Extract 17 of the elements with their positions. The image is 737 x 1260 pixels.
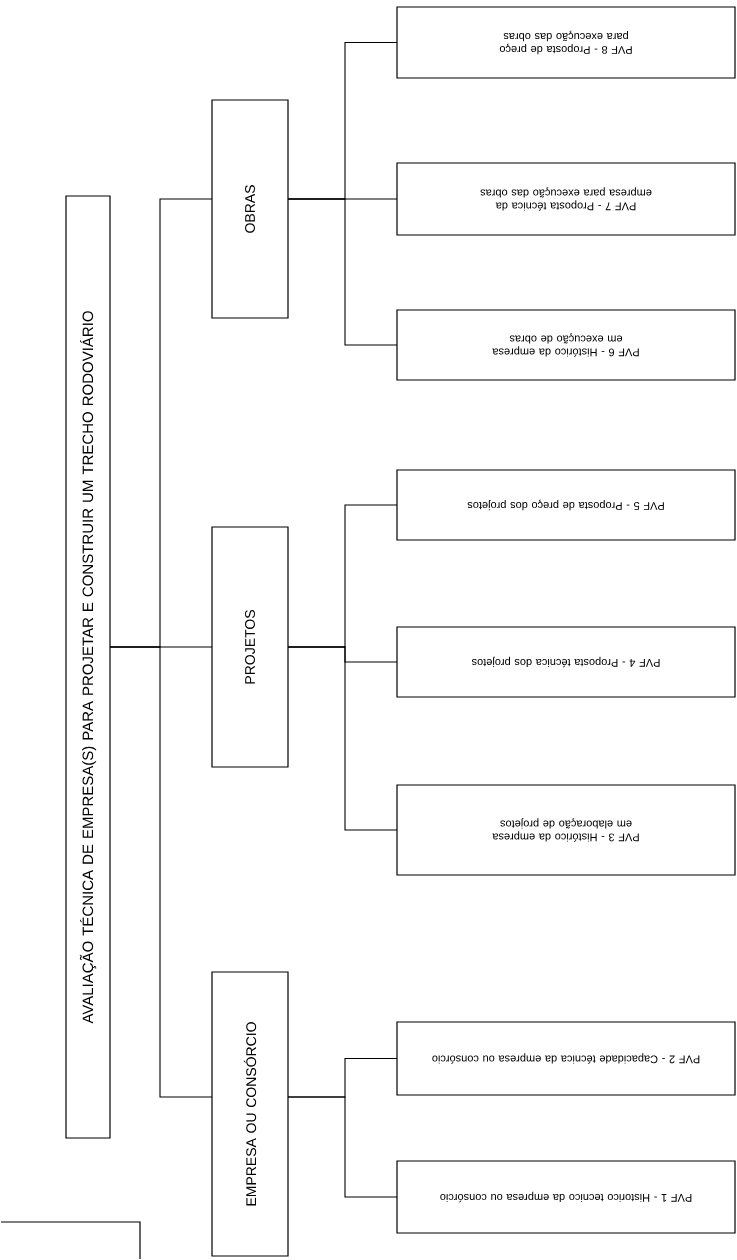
criterion-box: PVF 1 - Historico tecnico da empresa ou consórcio xyxy=(396,1160,736,1234)
connector-line xyxy=(109,198,213,648)
criterion-box: PVF 5 - Proposta de preço dos projetos xyxy=(396,469,736,541)
criterion-box: PVF 3 - Histórico da empresa em elaboração de projetos xyxy=(396,784,736,876)
criterion-box: PVF 6 - Histórico da empresa em execução de obras xyxy=(396,309,736,381)
box xyxy=(0,1221,141,1260)
title-box: AVALIAÇÃO TÉCNICA DE EMPRESA(S) PARA PROJETAR E CONSTRUIR UM TRECHO RODOVIÁRIO xyxy=(65,195,111,1139)
criterion-box: PVF 2 - Capacidade técnica da empresa ou consórcio xyxy=(396,1021,736,1096)
criterion-box: PVF 8 - Proposta de preço para execução das obras xyxy=(396,6,736,79)
connector-line xyxy=(287,41,398,200)
criterion-box: PVF 7 - Proposta técnica da empresa para execução das obras xyxy=(396,162,736,236)
connector-line xyxy=(287,1057,398,1098)
category-box: EMPRESA OU CONSÓRCIO xyxy=(211,971,289,1257)
criterion-box: PVF 4 - Proposta técnica dos projetos xyxy=(396,626,736,698)
connector-line xyxy=(287,504,398,648)
category-box: OBRAS xyxy=(211,99,289,319)
category-box: PROJETOS xyxy=(211,526,289,768)
